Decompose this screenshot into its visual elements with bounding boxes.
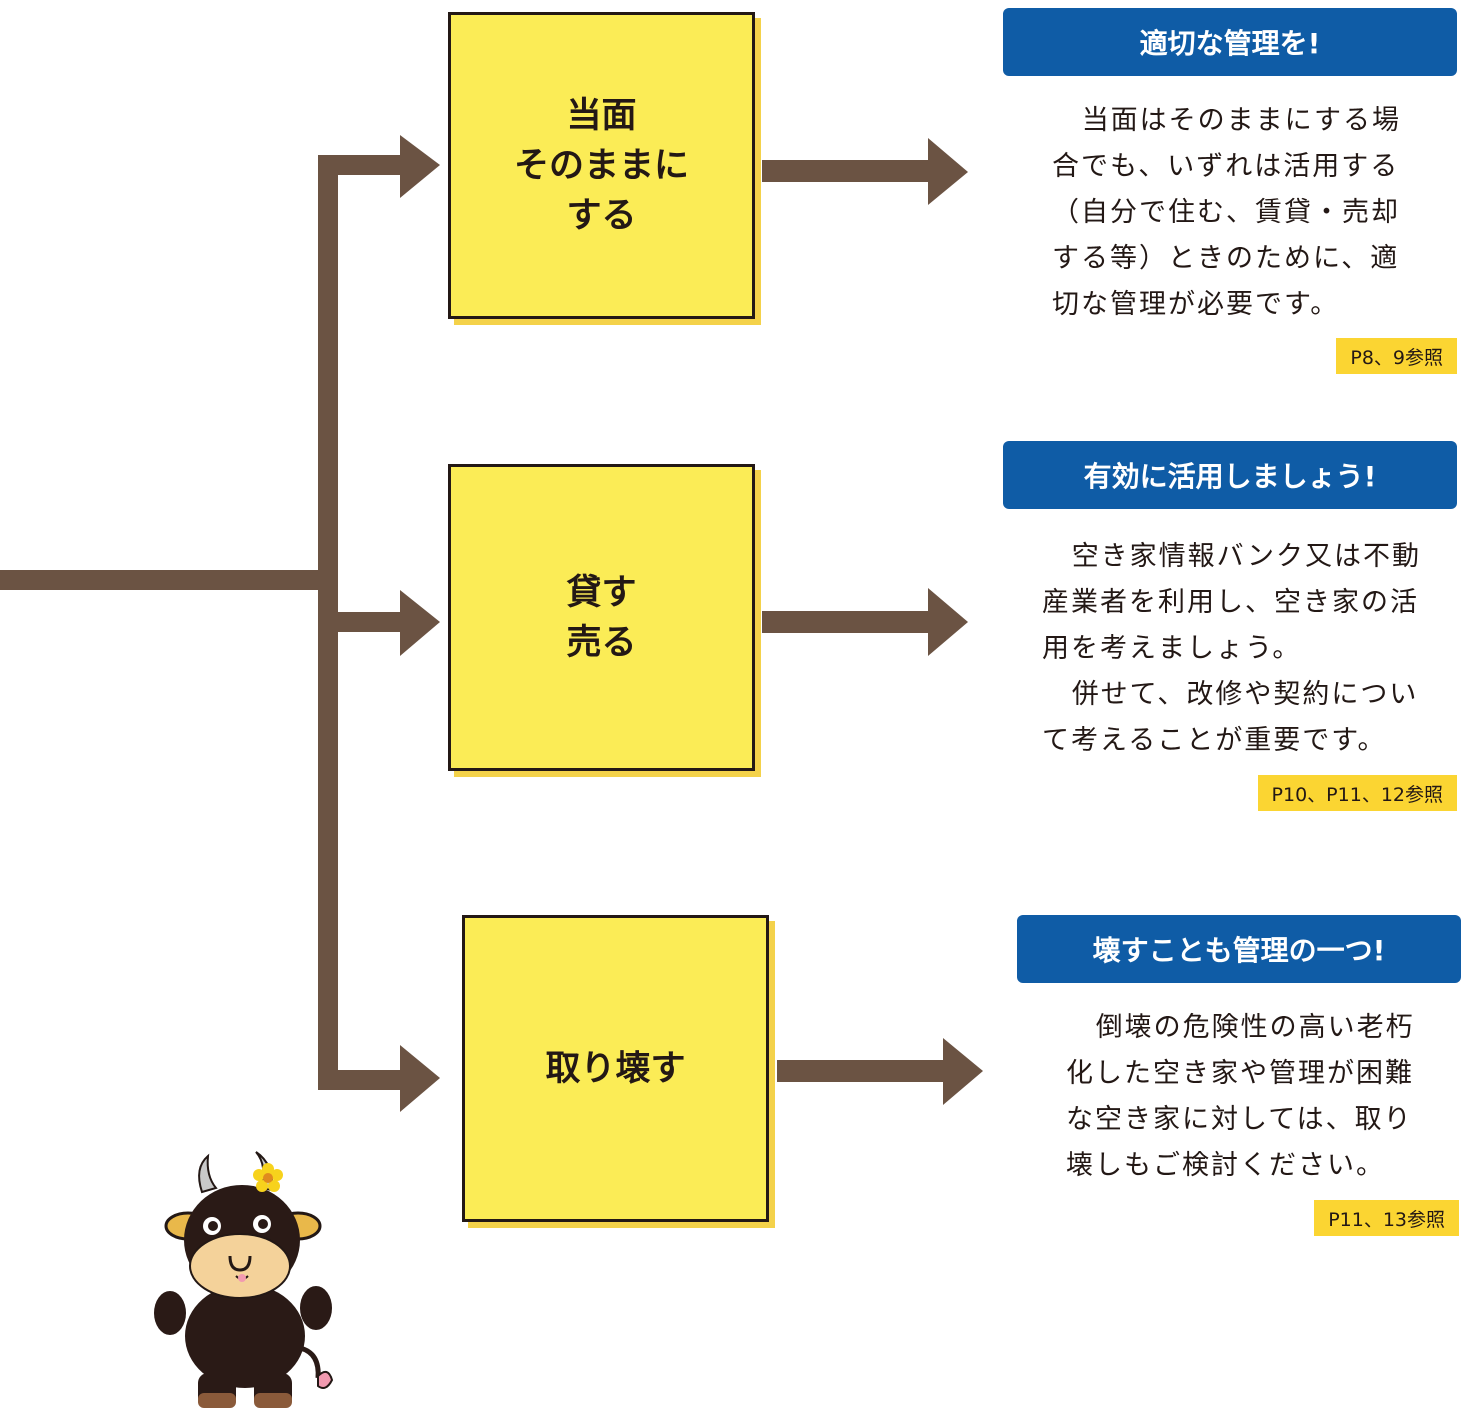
description-paragraph: 併せて、改修や契約について考えることが重要です。 (1042, 679, 1419, 756)
page-reference-tag: P8、9参照 (1336, 338, 1457, 374)
option-box-line: 貸す (566, 572, 637, 613)
page-reference-tag: P11、13参照 (1314, 1200, 1459, 1236)
result-arrow-2-shaft (762, 611, 932, 633)
option-box-line: 取り壊す (545, 1048, 686, 1089)
branch-arrow-3-shaft (318, 1070, 403, 1090)
result-header-demolish: 壊すことも管理の一つ! (1017, 915, 1461, 983)
cow-mascot-icon (154, 1151, 334, 1408)
page-reference-tag: P10、P11、12参照 (1257, 775, 1457, 811)
result-arrow-1-head (928, 138, 968, 205)
result-arrow-1-shaft (762, 160, 932, 182)
branch-arrow-2-head (400, 590, 440, 656)
option-box-keep-as-is: 当面 そのままに する (448, 12, 755, 319)
option-box-demolish: 取り壊す (462, 915, 769, 1222)
result-description: 当面はそのままにする場合でも、いずれは活用する（自分で住む、賃貸・売却する等）と… (1052, 98, 1417, 328)
result-arrow-3-head (943, 1038, 983, 1105)
result-arrow-3-shaft (777, 1060, 947, 1082)
option-box-line: 売る (566, 622, 637, 663)
result-description: 空き家情報バンク又は不動産業者を利用し、空き家の活用を考えましょう。 併せて、改… (1042, 534, 1422, 764)
description-paragraph: 当面はそのままにする場合でも、いずれは活用する（自分で住む、賃貸・売却する等）と… (1052, 105, 1401, 320)
branch-arrow-1-head (400, 135, 440, 198)
option-box-line: 当面 (566, 95, 637, 136)
option-box-line: する (566, 195, 637, 236)
option-box-line: そのままに (513, 145, 689, 186)
branch-arrow-3-head (400, 1045, 440, 1112)
incoming-line (0, 570, 335, 590)
branch-arrow-2-shaft (318, 612, 403, 632)
result-description: 倒壊の危険性の高い老朽化した空き家や管理が困難な空き家に対しては、取り壊しもご検… (1066, 1005, 1426, 1189)
result-header-proper-management: 適切な管理を! (1003, 8, 1457, 76)
result-arrow-2-head (928, 588, 968, 656)
description-paragraph: 倒壊の危険性の高い老朽化した空き家や管理が困難な空き家に対しては、取り壊しもご検… (1066, 1012, 1415, 1181)
option-box-rent-sell: 貸す 売る (448, 464, 755, 771)
description-paragraph: 空き家情報バンク又は不動産業者を利用し、空き家の活用を考えましょう。 (1042, 541, 1422, 664)
result-header-effective-use: 有効に活用しましょう! (1003, 441, 1457, 509)
branch-arrow-1-shaft (318, 155, 403, 175)
